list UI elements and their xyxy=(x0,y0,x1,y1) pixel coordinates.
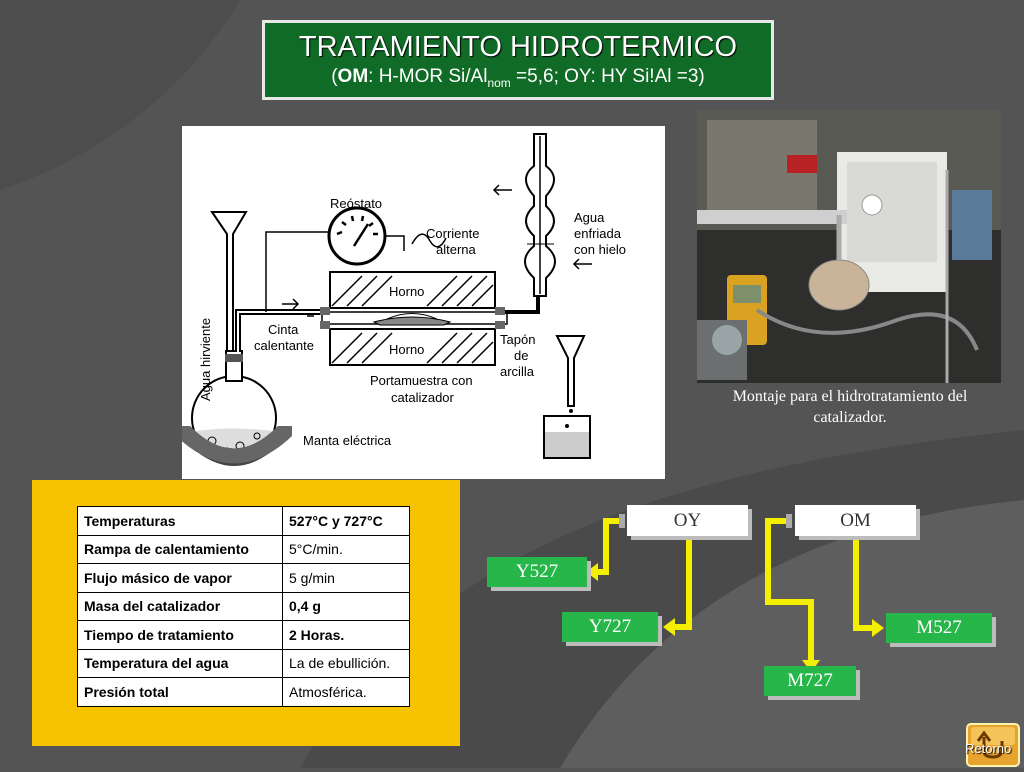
oven-bottom xyxy=(329,328,496,366)
diagram-label: enfriada xyxy=(574,226,622,241)
param-value: 5°C/min. xyxy=(282,534,410,564)
flow-box-m527: M527 xyxy=(886,613,992,643)
apparatus-drawing: Reóstato Corriente alterna Agua enfriada… xyxy=(176,133,626,466)
apparatus-diagram: Reóstato Corriente alterna Agua enfriada… xyxy=(176,126,665,479)
diagram-label: catalizador xyxy=(391,390,455,405)
param-value: 2 Horas. xyxy=(282,620,410,650)
diagram-label: Corriente xyxy=(426,226,479,241)
diagram-label: arcilla xyxy=(500,364,535,379)
diagram-label: Horno xyxy=(389,284,424,299)
arrow-oy-y527 xyxy=(595,518,625,575)
param-value: 0,4 g xyxy=(282,591,410,621)
flow-box-y527: Y527 xyxy=(487,557,587,587)
param-key: Rampa de calentamiento xyxy=(77,534,283,564)
sample-holder xyxy=(372,316,452,326)
diagram-label: con hielo xyxy=(574,242,626,257)
param-value: Atmosférica. xyxy=(282,677,410,707)
param-key: Tiempo de tratamiento xyxy=(77,620,283,650)
diagram-label: Manta eléctrica xyxy=(303,433,392,448)
flow-box-y727: Y727 xyxy=(562,612,658,642)
param-key: Masa del catalizador xyxy=(77,591,283,621)
flow-box-m727: M727 xyxy=(764,666,856,696)
photo-caption: Montaje para el hidrotratamiento del cat… xyxy=(732,388,968,426)
diagram-label: Agua hirviente xyxy=(198,318,213,401)
param-key: Presión total xyxy=(77,677,283,707)
return-button[interactable] xyxy=(966,723,1020,767)
return-arrow-icon xyxy=(966,723,1020,767)
page-subtitle: (OM: H-MOR Si/Alnom =5,6; OY: HY Si!Al =… xyxy=(331,66,705,90)
arrow-oy-y727 xyxy=(672,540,692,630)
diagram-label: Reóstato xyxy=(330,196,382,211)
page-title: TRATAMIENTO HIDROTERMICO xyxy=(298,31,738,63)
flow-box-om: OM xyxy=(795,505,916,536)
title-box: TRATAMIENTO HIDROTERMICO (OM: H-MOR Si/A… xyxy=(262,20,774,100)
diagram-label: Agua xyxy=(574,210,605,225)
diagram-label: alterna xyxy=(436,242,477,257)
diagram-label: Portamuestra con xyxy=(370,373,473,388)
param-value: La de ebullición. xyxy=(282,648,410,678)
param-value: 5 g/min xyxy=(282,563,410,593)
diagram-label: calentante xyxy=(254,338,314,353)
flow-box-oy: OY xyxy=(627,505,748,536)
diagram-label: de xyxy=(514,348,528,363)
diagram-label: Tapón xyxy=(500,332,535,347)
arrow-om-m727 xyxy=(765,518,814,662)
lab-setup-photo xyxy=(697,110,1001,383)
diagram-label: Cinta xyxy=(268,322,299,337)
oven-top xyxy=(329,271,496,309)
diagram-label: Horno xyxy=(389,342,424,357)
arrow-om-m527 xyxy=(853,540,874,631)
